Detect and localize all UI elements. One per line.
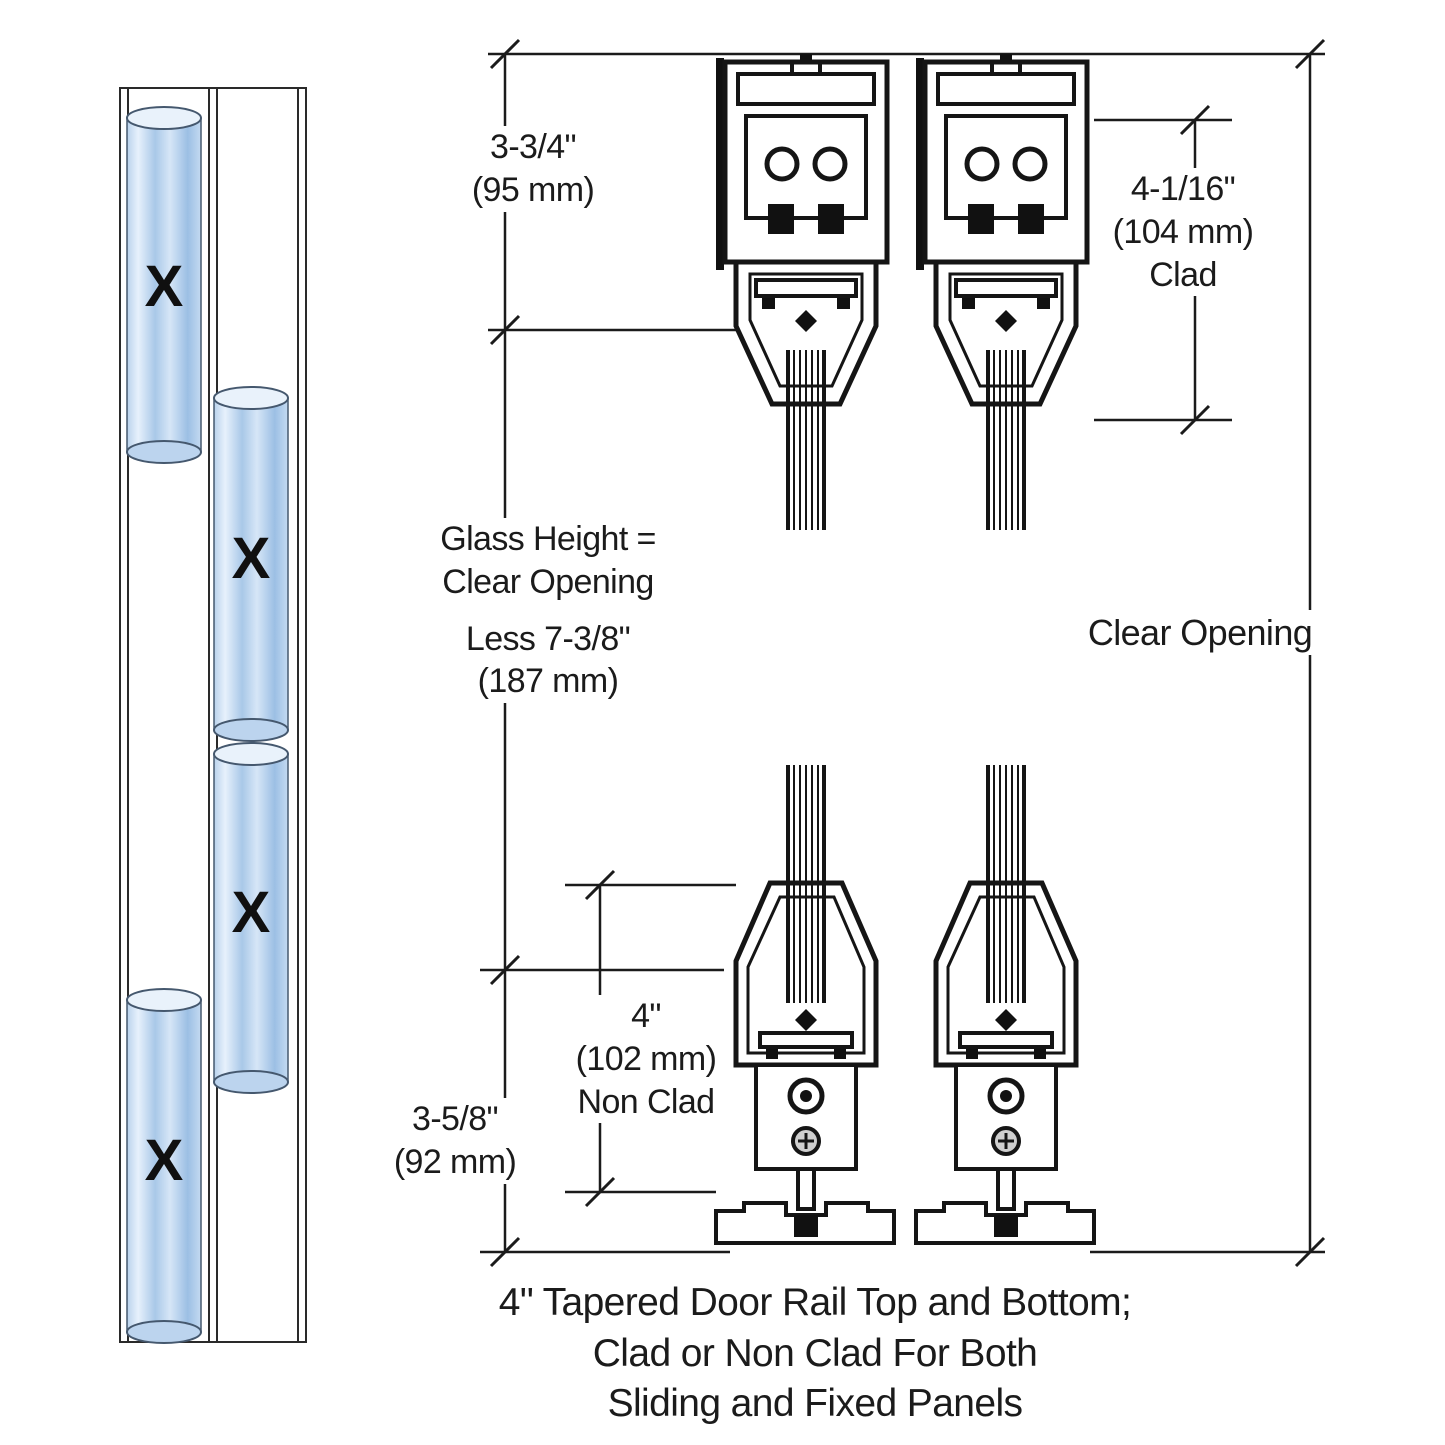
bottom-rail-section xyxy=(716,765,1094,1243)
glass-panel-2: X xyxy=(213,386,289,742)
glass-height-line3: Less 7-3/8" xyxy=(465,619,631,658)
dim-non-clad-metric: (102 mm) xyxy=(575,1039,717,1078)
dim-non-clad-label: 4" (102 mm) Non Clad xyxy=(569,995,723,1124)
panel-x-mark: X xyxy=(232,526,271,591)
dim-top-rail-metric: (95 mm) xyxy=(471,170,595,209)
caption-line2: Clad or Non Clad For Both xyxy=(592,1331,1038,1375)
dim-bottom-rail-label: 3-5/8" (92 mm) xyxy=(387,1098,523,1184)
glass-panel-3: X xyxy=(213,742,289,1094)
panel-x-mark: X xyxy=(145,254,184,319)
dim-clad-note: Clad xyxy=(1149,255,1217,294)
clear-opening-text: Clear Opening xyxy=(1087,612,1313,653)
dim-top-rail-label: 3-3/4" (95 mm) xyxy=(465,126,601,212)
caption-line1: 4" Tapered Door Rail Top and Bottom; xyxy=(498,1281,1132,1324)
dim-clad-metric: (104 mm) xyxy=(1112,212,1254,251)
top-rail-right-profile xyxy=(916,54,1087,530)
glass-height-line1: Glass Height = xyxy=(440,520,656,558)
clear-opening-label: Clear Opening xyxy=(1081,610,1319,656)
glass-panel-4: X xyxy=(126,988,202,1344)
dim-non-clad-note: Non Clad xyxy=(577,1082,716,1121)
caption-line3: Sliding and Fixed Panels xyxy=(607,1382,1023,1426)
dim-clad-label: 4-1/16" (104 mm) Clad xyxy=(1106,168,1260,297)
dim-bottom-rail-imperial: 3-5/8" xyxy=(412,1100,499,1138)
panel-x-mark: X xyxy=(145,1128,184,1193)
dim-top-rail-imperial: 3-3/4" xyxy=(490,128,577,166)
glass-height-line2: Clear Opening xyxy=(442,562,654,601)
elevation-view: X X X X xyxy=(119,87,307,1344)
top-rail-section xyxy=(716,54,1087,530)
bottom-rail-left-profile xyxy=(716,765,894,1243)
panel-x-mark: X xyxy=(232,880,271,945)
dim-bottom-rail-metric: (92 mm) xyxy=(393,1142,517,1181)
glass-panel-1: X xyxy=(126,106,202,464)
dim-clad-imperial: 4-1/16" xyxy=(1130,170,1236,208)
glass-height-line4: (187 mm) xyxy=(477,662,619,701)
top-rail-left-profile xyxy=(716,54,887,530)
glass-height-label: Glass Height = Clear Opening Less 7-3/8"… xyxy=(434,518,662,704)
dimension-ticks xyxy=(489,38,1326,1268)
caption: 4" Tapered Door Rail Top and Bottom; Cla… xyxy=(492,1278,1138,1431)
dim-non-clad-imperial: 4" xyxy=(631,997,661,1035)
bottom-rail-right-profile xyxy=(916,765,1094,1243)
